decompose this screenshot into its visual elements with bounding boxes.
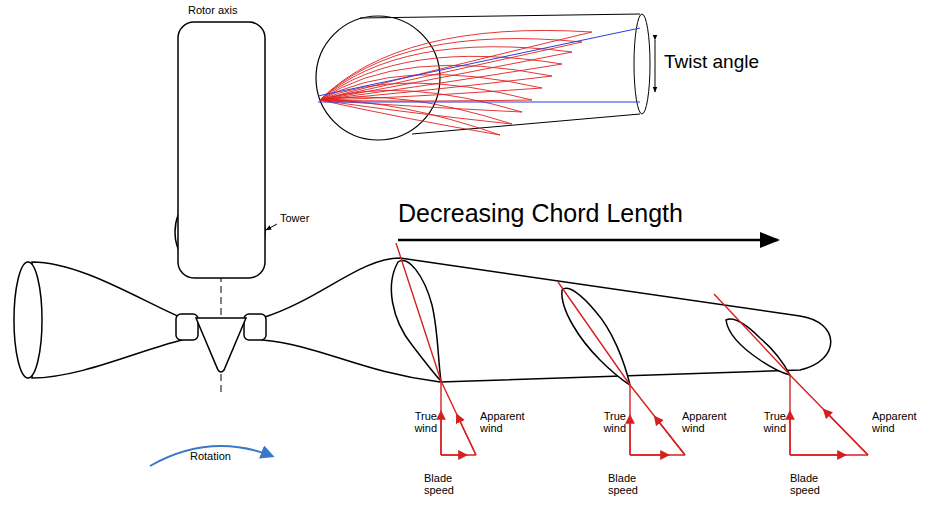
blade-speed-label: Blade speed xyxy=(608,472,638,496)
true-wind-label: True wind xyxy=(763,410,786,434)
twist-label: Twist angle xyxy=(664,52,759,73)
nacelle xyxy=(175,22,265,278)
chord-label: Decreasing Chord Length xyxy=(398,200,683,228)
velocity-triangles xyxy=(396,243,868,455)
axis-label: Rotor axis xyxy=(188,4,238,16)
apparent-wind-label: Apparent wind xyxy=(480,410,525,434)
chord-arrow xyxy=(398,239,778,242)
twist-inset xyxy=(316,14,655,140)
rotation-arrow xyxy=(150,446,272,466)
right-blade xyxy=(262,258,831,382)
blade-speed-label: Blade speed xyxy=(790,472,820,496)
true-wind-label: True wind xyxy=(414,410,437,434)
hub xyxy=(176,314,266,372)
true-wind-label: True wind xyxy=(603,410,626,434)
rotation-label: Rotation xyxy=(190,450,231,462)
airfoil-sections xyxy=(391,261,790,385)
left-blade xyxy=(32,262,182,378)
tower-label: Tower xyxy=(280,212,309,224)
apparent-wind-label: Apparent wind xyxy=(872,410,917,434)
blade-speed-label: Blade speed xyxy=(424,472,454,496)
tower-leader xyxy=(266,224,277,230)
apparent-wind-label: Apparent wind xyxy=(682,410,727,434)
